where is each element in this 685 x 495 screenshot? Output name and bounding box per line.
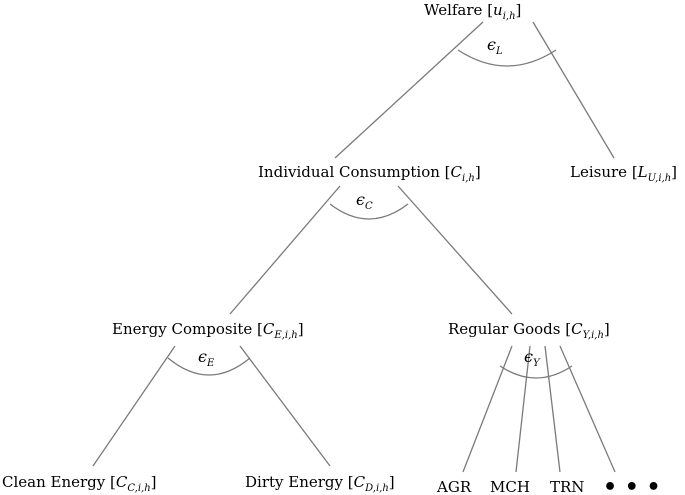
node-welfare: Welfare [ui,h] <box>424 1 521 22</box>
node-consumption: Individual Consumption [Ci,h] <box>258 163 481 184</box>
node-regular-goods: Regular Goods [CY,i,h] <box>448 320 610 341</box>
edge-goods-more <box>559 345 616 473</box>
elasticity-energy: ϵE <box>198 347 215 369</box>
node-dirty-energy: Dirty Energy [CD,i,h] <box>245 473 395 494</box>
edge-goods-trn <box>544 345 561 473</box>
edge-goods-mch <box>515 345 531 473</box>
elasticity-arc-welfare <box>457 49 557 67</box>
edge-welfare-leisure <box>532 21 615 159</box>
elasticity-consumption: ϵC <box>356 190 373 212</box>
node-sector-trn: TRN <box>550 478 584 495</box>
edge-goods-agr <box>462 345 513 473</box>
node-sector-ellipsis: • • • <box>603 475 661 495</box>
elasticity-arc-goods <box>499 365 573 379</box>
edge-welfare-consumption <box>334 21 484 159</box>
edge-consumption-goods <box>397 185 513 315</box>
elasticity-goods: ϵY <box>524 347 541 369</box>
edge-energy-clean <box>92 345 176 467</box>
node-clean-energy: Clean Energy [CC,i,h] <box>2 473 157 494</box>
elasticity-arc-consumption <box>329 203 409 220</box>
edge-consumption-energy <box>229 185 341 315</box>
edge-energy-dirty <box>239 345 331 467</box>
node-energy-composite: Energy Composite [CE,i,h] <box>112 320 304 341</box>
node-leisure: Leisure [LU,i,h] <box>570 163 677 184</box>
elasticity-arc-energy <box>167 357 251 376</box>
node-sector-mch: MCH <box>490 478 530 495</box>
node-sector-agr: AGR <box>436 478 472 495</box>
elasticity-welfare: ϵL <box>487 35 503 57</box>
